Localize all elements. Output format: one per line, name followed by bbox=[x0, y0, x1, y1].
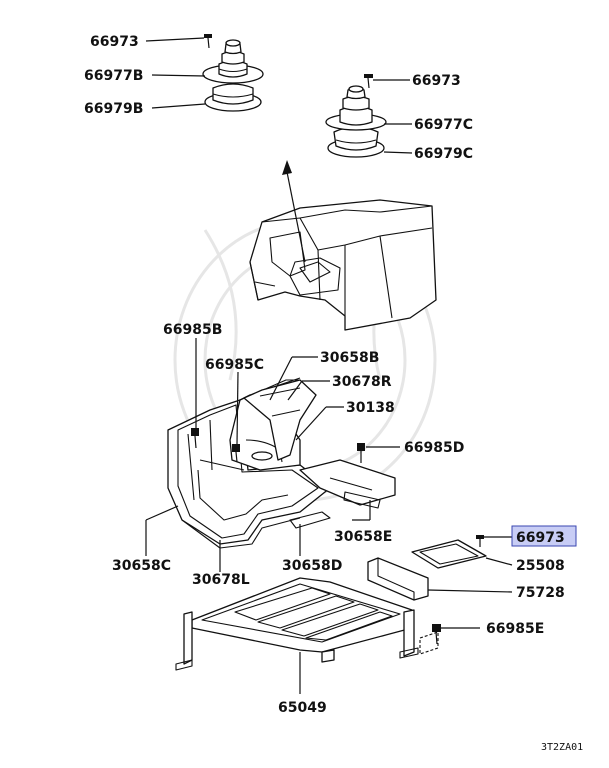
bracket-75728 bbox=[367, 557, 429, 601]
callout-66985D[interactable]: 66985D bbox=[404, 440, 464, 456]
vehicle-body-outline bbox=[249, 199, 437, 331]
screw-icon bbox=[204, 34, 212, 49]
callout-66985B[interactable]: 66985B bbox=[163, 322, 222, 338]
callout-30658E[interactable]: 30658E bbox=[334, 529, 392, 545]
callout-30658B[interactable]: 30658B bbox=[320, 350, 379, 366]
callout-65049[interactable]: 65049 bbox=[278, 700, 327, 716]
callout-66973[interactable]: 66973 bbox=[412, 73, 461, 89]
callout-30658C[interactable]: 30658C bbox=[112, 558, 171, 574]
callout-66979C[interactable]: 66979C bbox=[414, 146, 473, 162]
tray-assembly bbox=[167, 399, 331, 549]
right-bracket bbox=[243, 379, 396, 509]
figure-code: 3T2ZA01 bbox=[541, 742, 583, 753]
plate-25508 bbox=[411, 539, 487, 569]
bolt-icon bbox=[232, 444, 240, 463]
shift-boot-assembly-left bbox=[202, 39, 264, 112]
callout-highlight bbox=[512, 526, 576, 546]
callout-30678L[interactable]: 30678L bbox=[192, 572, 250, 588]
callout-30138[interactable]: 30138 bbox=[346, 400, 395, 416]
callout-66985E[interactable]: 66985E bbox=[486, 621, 544, 637]
callout-66979B[interactable]: 66979B bbox=[84, 101, 143, 117]
callout-30678R[interactable]: 30678R bbox=[332, 374, 392, 390]
callout-66973-highlighted[interactable]: 66973 bbox=[516, 530, 565, 546]
callout-66985C[interactable]: 66985C bbox=[205, 357, 264, 373]
bolt-icon bbox=[191, 428, 199, 449]
base-frame bbox=[175, 577, 439, 671]
callout-30658D[interactable]: 30658D bbox=[282, 558, 342, 574]
shift-boot-assembly-right bbox=[325, 85, 387, 158]
callout-highlight-border bbox=[511, 525, 577, 547]
screw-icon bbox=[364, 74, 373, 89]
callout-75728[interactable]: 75728 bbox=[516, 585, 565, 601]
callout-66973[interactable]: 66973 bbox=[90, 34, 139, 50]
direction-arrow bbox=[282, 160, 306, 263]
callout-25508[interactable]: 25508 bbox=[516, 558, 565, 574]
bolt-icon bbox=[357, 443, 365, 463]
bolt-icon bbox=[432, 624, 441, 645]
callout-66977B[interactable]: 66977B bbox=[84, 68, 143, 84]
callout-66977C[interactable]: 66977C bbox=[414, 117, 473, 133]
screw-icon bbox=[476, 535, 484, 547]
leader-lines bbox=[145, 37, 513, 694]
